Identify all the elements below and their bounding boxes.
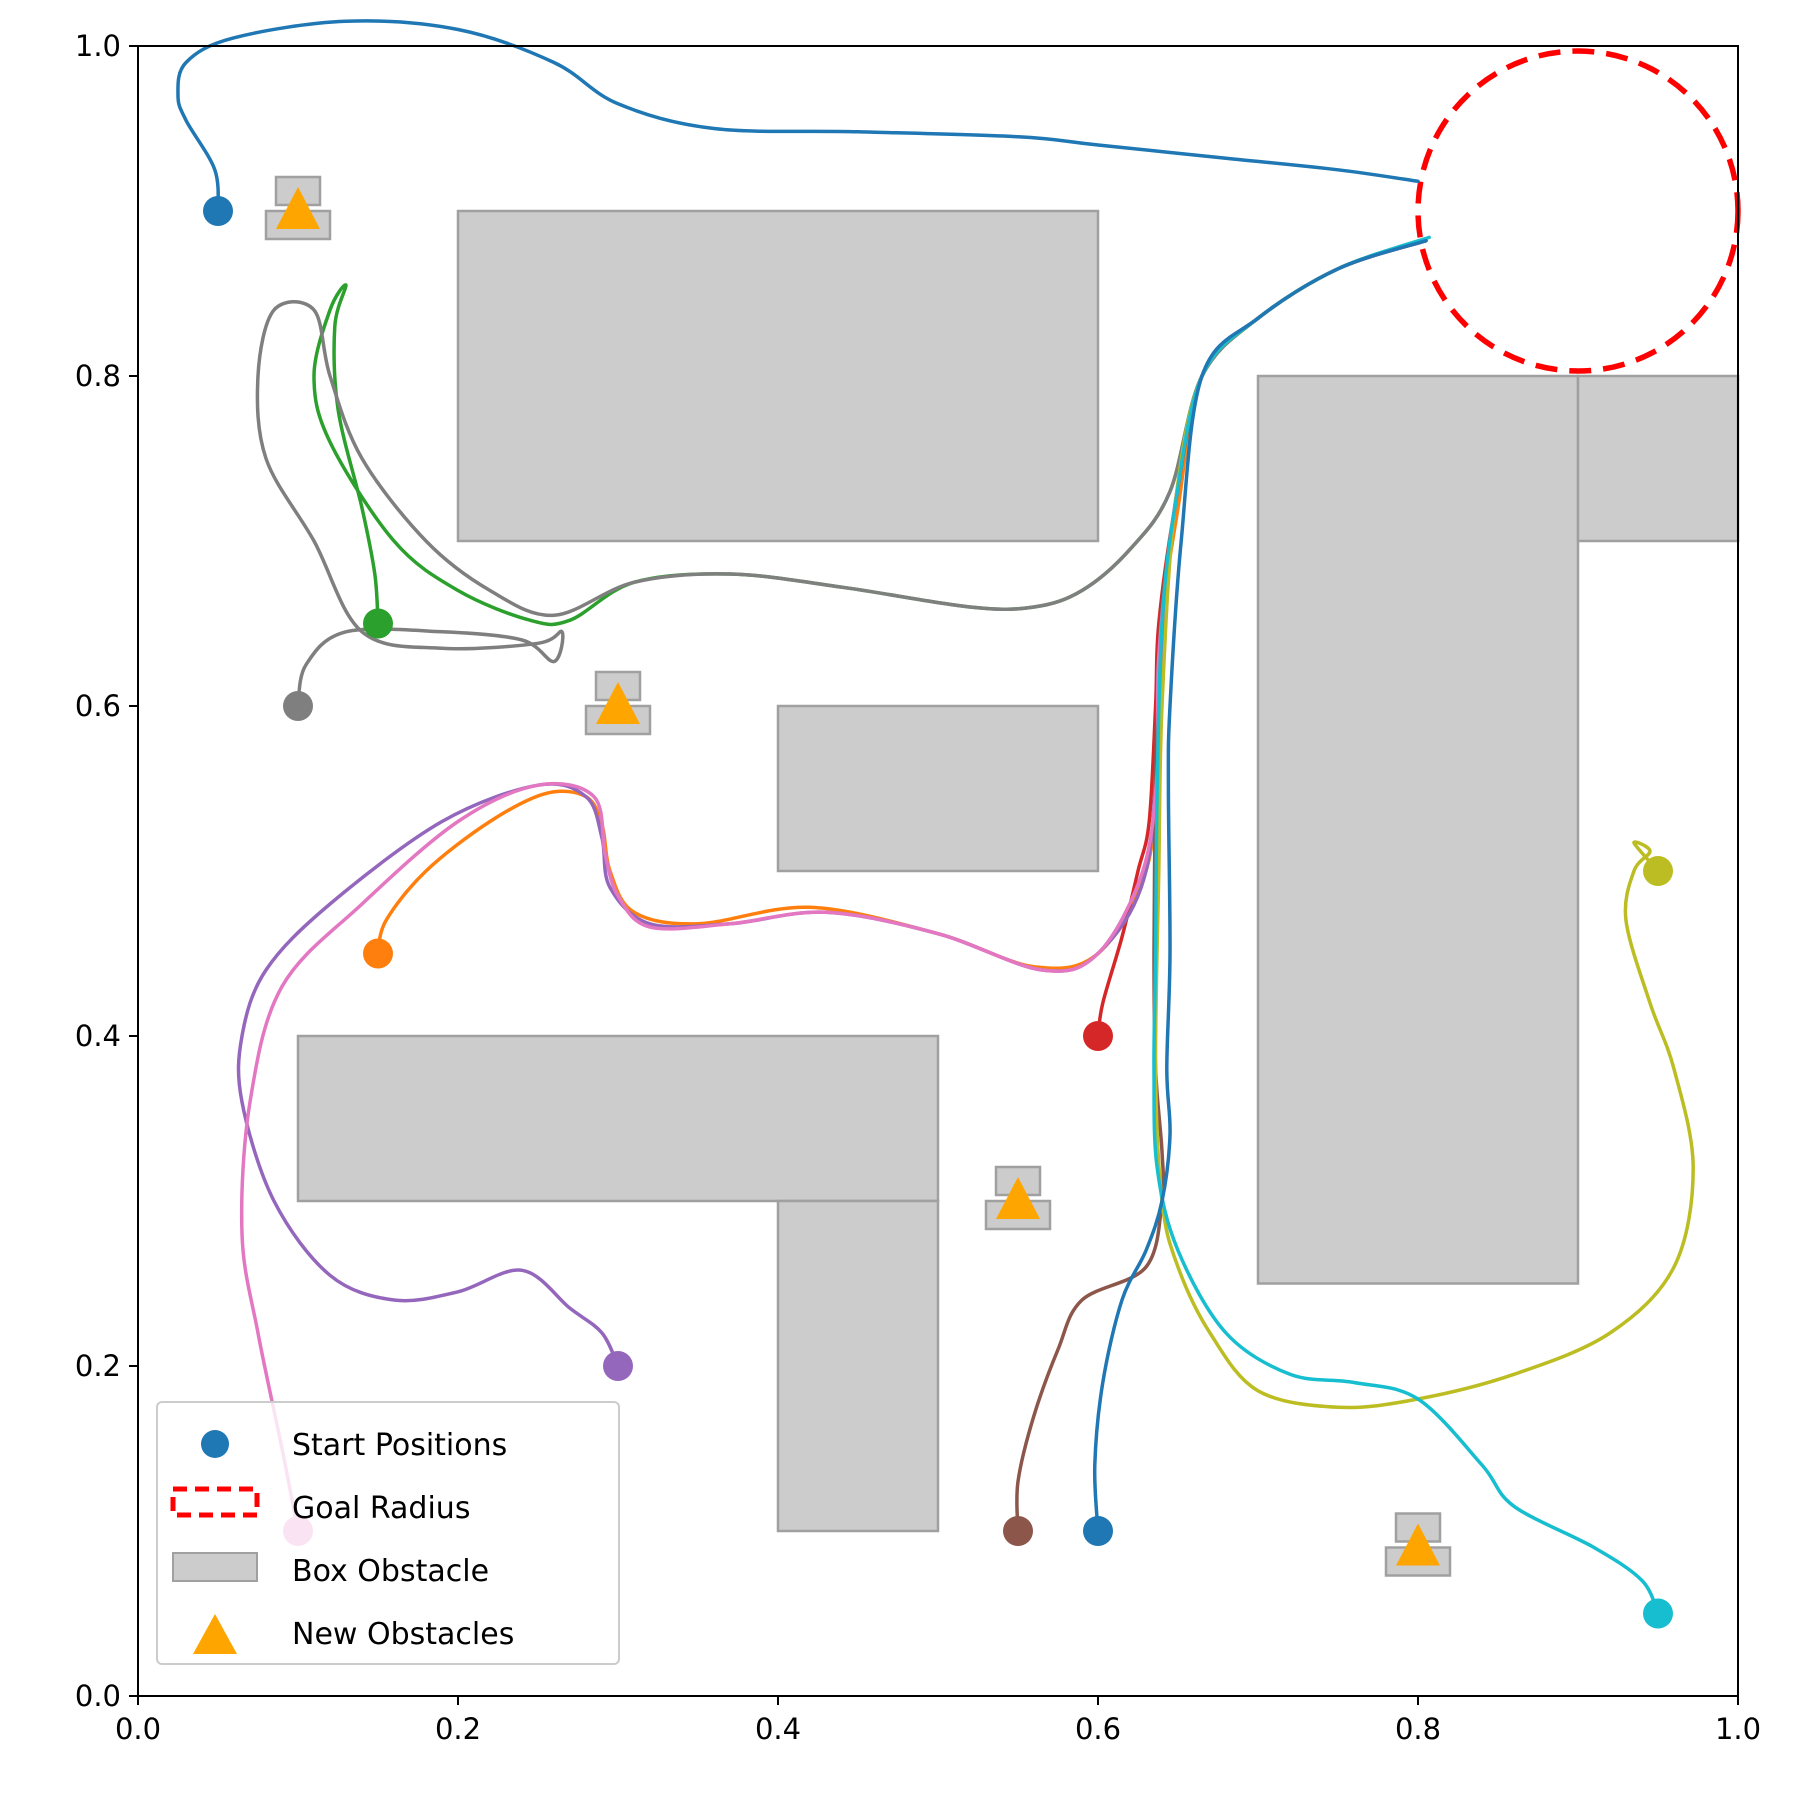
x-tick-label-0: 0.0 bbox=[115, 1712, 161, 1746]
box-obstacle-3 bbox=[296, 1034, 940, 1203]
x-tick-label-1: 0.2 bbox=[435, 1712, 481, 1746]
y-tick-label-4: 0.8 bbox=[75, 359, 121, 393]
x-tick-label-5: 1.0 bbox=[1715, 1712, 1761, 1746]
y-tick-label-5: 1.0 bbox=[75, 29, 121, 63]
legend-label-goal: Goal Radius bbox=[292, 1491, 470, 1526]
legend-label-new: New Obstacles bbox=[292, 1617, 514, 1652]
trajectory-11 bbox=[1092, 238, 1428, 1533]
y-tick-label-0: 0.0 bbox=[75, 1679, 121, 1713]
legend: Start Positions Goal Radius Box Obstacle… bbox=[156, 1401, 620, 1665]
box-obstacle-2 bbox=[776, 704, 1100, 873]
start-position-11 bbox=[1083, 1516, 1113, 1546]
box-obstacles-layer bbox=[296, 209, 1740, 1533]
start-position-10 bbox=[1643, 1598, 1673, 1629]
start-position-6 bbox=[1003, 1516, 1033, 1546]
legend-box-marker bbox=[172, 1552, 258, 1582]
start-position-5 bbox=[603, 1351, 633, 1381]
start-position-4 bbox=[1083, 1021, 1113, 1051]
legend-start-marker bbox=[201, 1430, 229, 1458]
y-tick-label-3: 0.6 bbox=[75, 689, 121, 723]
axes: 0.0 0.2 0.4 0.6 0.8 1.0 0.0 0.2 0.4 0.6 0.8 1.0 bbox=[75, 29, 1761, 1746]
new-obstacle-marker-1 bbox=[276, 187, 320, 229]
new-obstacle-marker-3 bbox=[996, 1177, 1040, 1219]
plot-frame bbox=[137, 45, 1739, 1697]
new-obstacles-layer bbox=[264, 175, 1452, 1577]
box-obstacle-1 bbox=[456, 209, 1100, 543]
legend-label-box: Box Obstacle bbox=[292, 1554, 489, 1589]
goal-radius-circle bbox=[1415, 48, 1741, 374]
start-position-2 bbox=[363, 938, 393, 969]
goal-layer bbox=[1415, 48, 1741, 374]
start-position-9 bbox=[1643, 856, 1673, 886]
start-position-3 bbox=[363, 608, 393, 639]
new-obstacle-marker-4 bbox=[1396, 1523, 1440, 1566]
start-position-1 bbox=[203, 196, 233, 226]
legend-goal-marker bbox=[170, 1486, 260, 1518]
box-obstacle-6 bbox=[1576, 374, 1740, 543]
legend-label-start: Start Positions bbox=[292, 1428, 507, 1463]
box-obstacle-5 bbox=[1256, 374, 1580, 1285]
trajectory-1 bbox=[176, 19, 1420, 213]
x-tick-label-2: 0.4 bbox=[755, 1712, 801, 1746]
start-position-8 bbox=[283, 691, 313, 721]
x-tick-label-4: 0.8 bbox=[1395, 1712, 1441, 1746]
y-tick-label-1: 0.2 bbox=[75, 1349, 121, 1383]
legend-new-marker bbox=[193, 1614, 237, 1654]
box-obstacle-4 bbox=[776, 1199, 940, 1533]
x-tick-label-3: 0.6 bbox=[1075, 1712, 1121, 1746]
legend-box bbox=[156, 1401, 620, 1665]
trajectory-8 bbox=[255, 238, 1428, 708]
new-obstacle-marker-2 bbox=[596, 682, 640, 724]
y-tick-label-2: 0.4 bbox=[75, 1019, 121, 1053]
trajectories-layer bbox=[176, 19, 1695, 1616]
